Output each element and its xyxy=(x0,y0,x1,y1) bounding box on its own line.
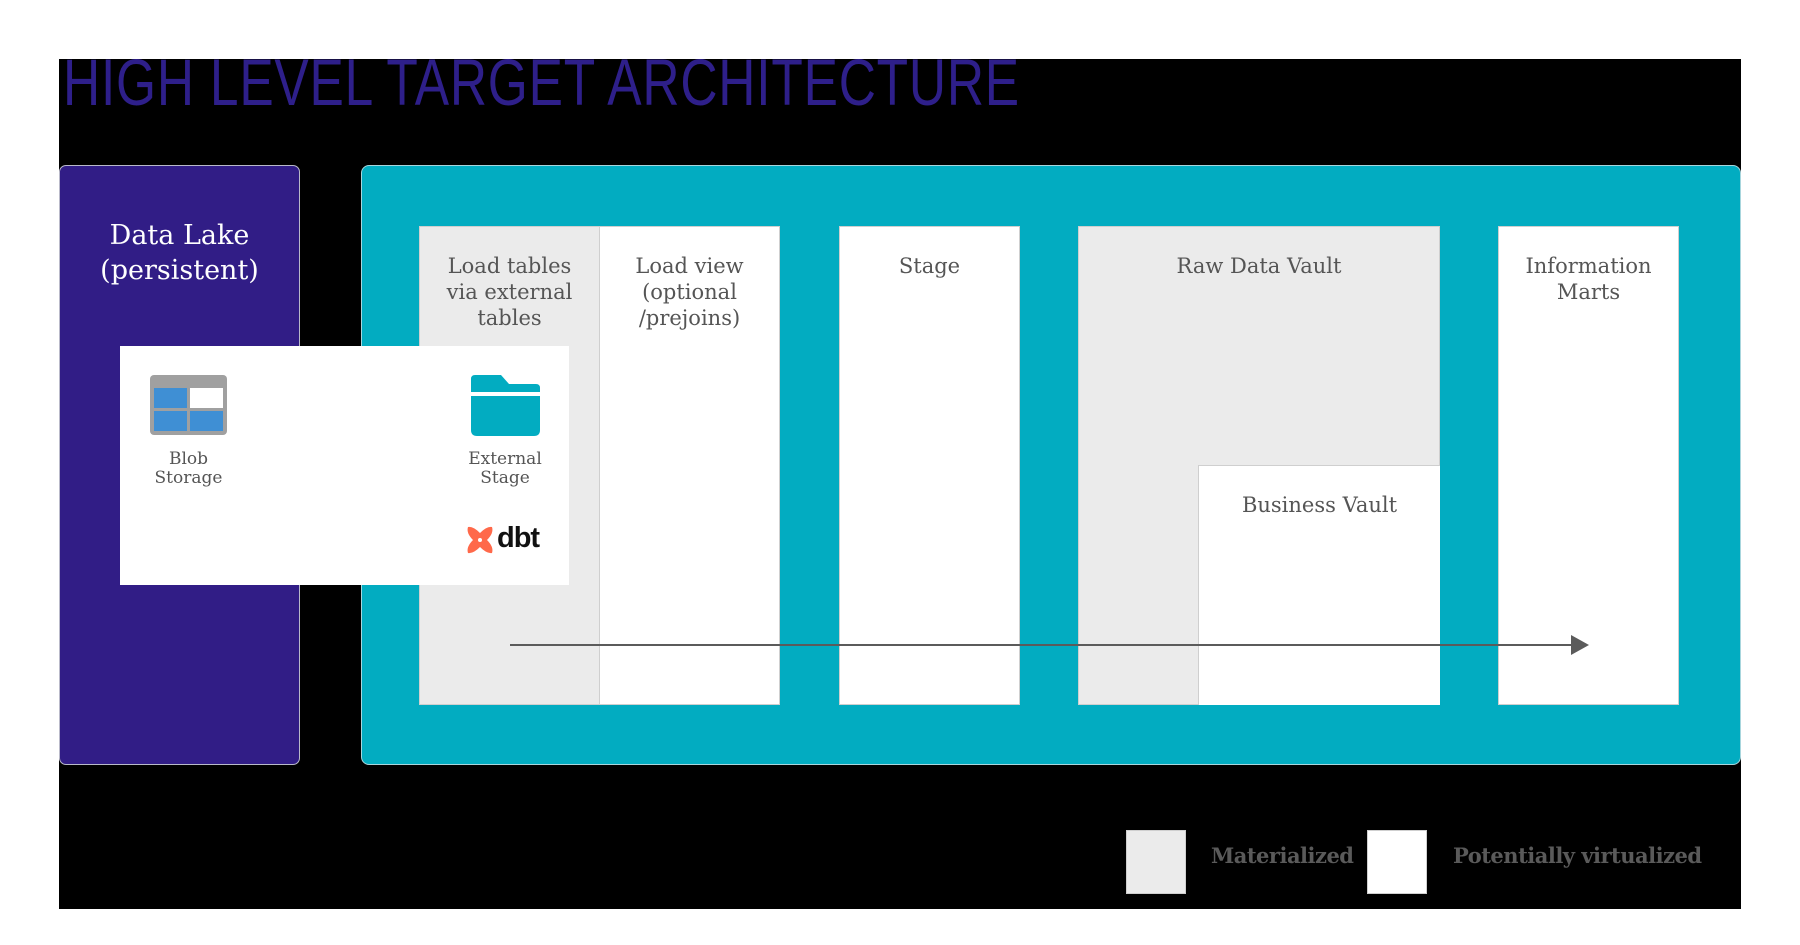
source-overlay-card: Blob Storage External Stage dbt xyxy=(120,346,569,585)
page-title: HIGH LEVEL TARGET ARCHITECTURE xyxy=(63,45,1020,119)
legend-swatch-potentially-virtualized xyxy=(1367,830,1427,894)
legend-label-materialized: Materialized xyxy=(1211,843,1354,868)
folder-icon xyxy=(471,375,540,436)
flow-arrow-line xyxy=(510,644,1572,646)
data-lake-label: Data Lake (persistent) xyxy=(59,218,300,288)
legend-swatch-materialized xyxy=(1126,830,1186,894)
layer-load-view: Load view (optional /prejoins) xyxy=(599,226,780,705)
dbt-logo-icon: dbt xyxy=(465,522,555,556)
layer-stage: Stage xyxy=(839,226,1020,705)
blob-storage-label: Blob Storage xyxy=(154,449,223,488)
layer-label: Load view (optional /prejoins) xyxy=(635,254,744,330)
blob-storage-icon xyxy=(150,375,227,435)
layer-label: Business Vault xyxy=(1241,493,1398,517)
external-stage-label: External Stage xyxy=(468,449,542,488)
layer-information-marts: Information Marts xyxy=(1498,226,1679,705)
layer-label: Raw Data Vault xyxy=(1176,254,1342,278)
data-lake-label-line1: Data Lake xyxy=(109,220,250,251)
arrow-right-icon xyxy=(1571,635,1589,655)
layer-label: Load tables via external tables xyxy=(446,254,573,330)
dbt-logo-text: dbt xyxy=(497,522,540,554)
layer-business-vault: Business Vault xyxy=(1198,465,1440,705)
layer-label: Information Marts xyxy=(1525,254,1652,304)
layer-label: Stage xyxy=(898,254,961,278)
data-lake-label-line2: (persistent) xyxy=(100,255,259,286)
legend-label-potentially-virtualized: Potentially virtualized xyxy=(1453,843,1702,868)
